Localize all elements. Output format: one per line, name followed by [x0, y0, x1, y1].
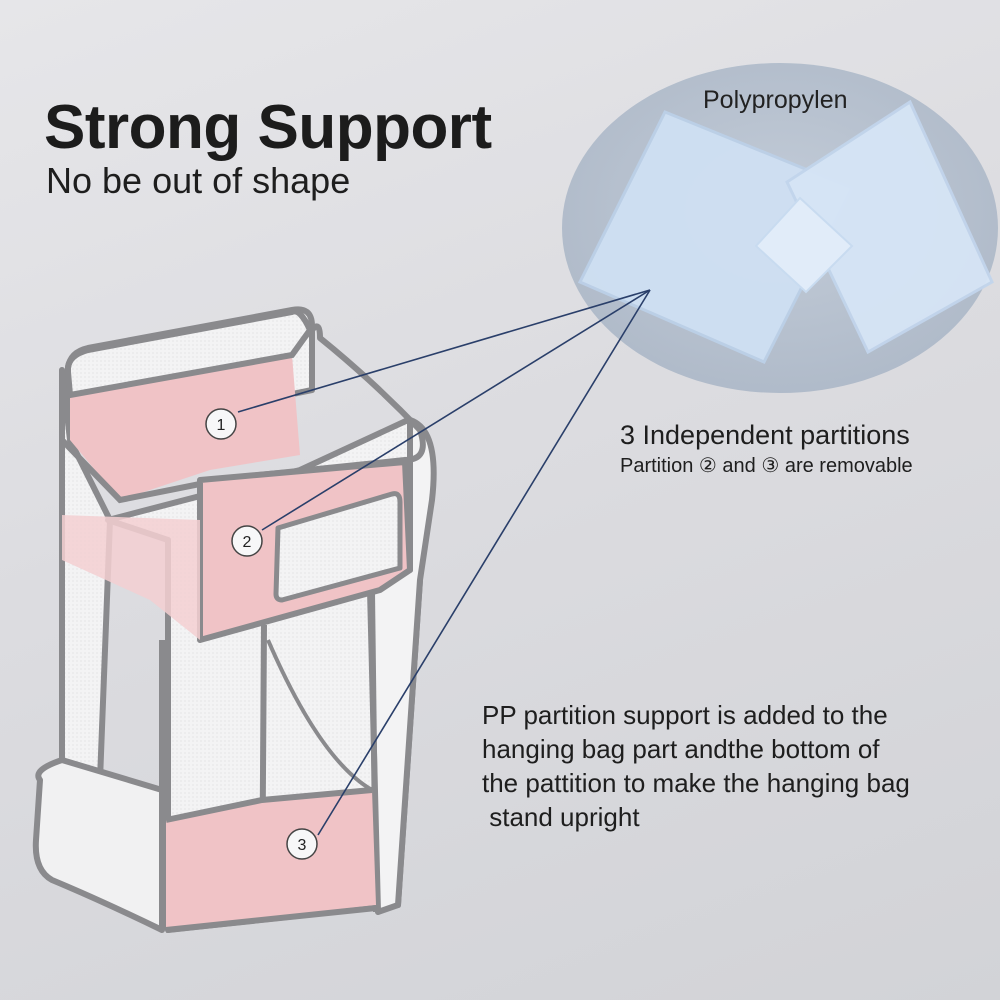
pp-sheet-right [785, 99, 994, 355]
partitions-note: Partition ② and ③ are removable [620, 455, 913, 477]
pp-sheet-left [577, 110, 855, 364]
support-line: PP partition support is added to the [482, 700, 888, 730]
support-description: PP partition support is added to the han… [482, 698, 987, 834]
support-line: stand upright [482, 802, 640, 832]
callout-line-3 [317, 289, 651, 836]
headline-subtitle: No be out of shape [46, 160, 351, 201]
partition-1-panel [70, 355, 300, 500]
support-line: the pattition to make the hanging bag [482, 768, 910, 798]
partition-marker-1: 1 [205, 408, 237, 440]
marker-2-label: 2 [243, 534, 252, 551]
material-label: Polypropylen [703, 86, 848, 114]
partition-marker-2: 2 [231, 525, 263, 557]
marker-1-label: 1 [217, 417, 226, 434]
callout-line-1 [237, 289, 651, 413]
front-mesh-pocket [273, 491, 403, 603]
pp-sheet-small [754, 196, 854, 294]
partition-marker-3: 3 [286, 828, 318, 860]
headline-title: Strong Support [44, 93, 492, 162]
support-line: hanging bag part andthe bottom of [482, 734, 880, 764]
material-closeup [562, 63, 998, 393]
hanging-organizer [32, 306, 437, 933]
callout-lines [237, 289, 651, 836]
marker-3-label: 3 [298, 837, 307, 854]
partitions-title: 3 Independent partitions [620, 420, 910, 450]
callout-line-2 [261, 289, 651, 531]
